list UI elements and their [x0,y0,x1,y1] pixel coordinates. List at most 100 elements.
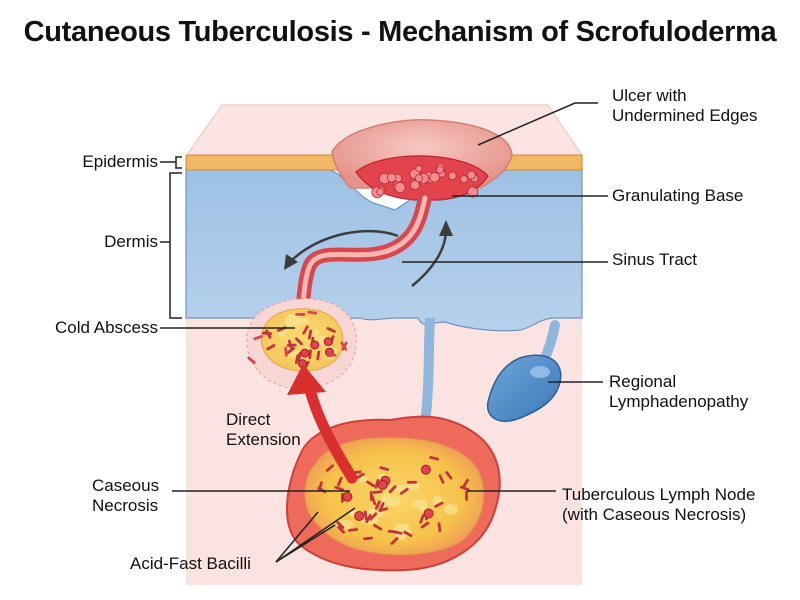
bacillus-rod [437,522,442,533]
flow-arrow-up-head [439,220,453,236]
inflammatory-cell [423,508,434,519]
granule [414,174,423,183]
bacillus-rod [406,480,417,484]
bacillus-rod [390,537,399,545]
bacillus-rod [465,490,469,501]
bacillus-rod [336,521,345,529]
bacillus-rod [261,331,272,336]
ulcer-label-line2: Undermined Edges [612,106,758,125]
bacillus-rod [379,466,390,471]
bacillus-rod [308,349,312,360]
cold-abscess-label: Cold Abscess [55,318,158,337]
bacillus-rod [247,356,256,365]
bacillus-rod [334,485,344,492]
bacillus-rod [266,344,276,351]
bacillus-rod [348,528,359,532]
granule [415,165,423,173]
bacillus-rod [302,325,309,335]
bacillus-rod [325,464,335,472]
bacillus-rod [369,490,373,501]
bacillus-rod [341,341,348,351]
bacillus-rod [355,472,365,480]
granule [376,187,385,196]
regional-label-line1: Regional [609,372,677,391]
bacillus-rod [307,329,313,340]
bacillus-rod [253,335,263,341]
granulating-base-label: Granulating Base [612,186,744,205]
granule [459,175,468,184]
direct-extension-arrow [304,384,358,484]
bacillus-rod [445,471,453,480]
page-title: Cutaneous Tuberculosis - Mechanism of Sc… [23,16,777,48]
regional-lymphadenopathy-label: Regional Lymphadenopathy [609,372,748,412]
granule [409,180,420,191]
caseous-blob [286,314,303,328]
bacillus-rod [429,456,440,461]
cold-abscess-core [260,308,344,372]
granule [435,165,444,174]
granule [386,172,397,183]
bacillus-rod [337,525,346,534]
direct-label-line1: Direct [226,410,271,429]
bacillus-rod [373,523,383,531]
layer-brackets [169,156,182,319]
granule [466,170,476,180]
bacillus-rod [434,501,444,508]
epidermis-label: Epidermis [82,152,158,171]
bacillus-rod [316,350,321,361]
inflammatory-cell [310,340,320,350]
bacillus-rod [363,510,368,521]
granule [394,181,406,194]
bacillus-rod [378,507,389,513]
caseous-blob [311,328,321,337]
bacillus-rod [420,521,430,529]
bacillus-rod [326,353,337,358]
epidermis-layer [185,154,346,171]
caseous-blob [417,499,428,512]
sinus-tract-label: Sinus Tract [612,250,698,269]
leader-lines [160,102,608,563]
bacillus-rod [403,530,413,538]
bacillus-rod [337,476,343,487]
sinus-tract-lumen [297,195,428,321]
granule [467,186,479,198]
regional-label-line2: Lymphadenopathy [609,392,749,411]
caseous-necrosis-label: Caseous Necrosis [92,476,159,516]
bacillus-rod [459,485,470,492]
lymphatic-channel [420,317,435,426]
direct-extension-label: Direct Extension [226,410,301,450]
granule [429,171,441,183]
bacillus-rod [438,474,445,484]
granule [448,171,457,181]
bacillus-rod [295,337,303,346]
bacillus-rod [307,310,318,315]
bacillus-rod [295,312,306,316]
caseous-blob [444,504,458,515]
bacillus-rod [419,514,425,524]
flow-arrow-left-head [284,254,298,270]
bacillus-rod [286,347,296,355]
bacillus-rod [284,346,288,357]
inflammatory-cell [420,464,431,475]
dermis-label: Dermis [104,232,158,251]
direct-extension-arrowhead [287,364,326,395]
regional-node-highlight [530,366,550,378]
bacillus-rod [388,485,397,494]
bacillus-rod [366,480,376,488]
caseous-blob [406,482,420,491]
ulcer-label: Ulcer with Undermined Edges [612,86,758,126]
inflammatory-cell [342,491,353,502]
bacillus-rod [462,478,469,488]
bacillus-rod [399,487,409,495]
node-bacilli [317,456,470,545]
caseous-label-line1: Caseous [92,476,160,495]
acid-fast-bacilli-label: Acid-Fast Bacilli [130,554,251,573]
inflammatory-cell [354,510,365,521]
bacillus-rod [372,490,383,494]
bacillus-rod [369,512,378,521]
inflammatory-cell [323,337,333,347]
flow-arrow-left [289,229,399,263]
bacillus-rod [387,529,398,534]
bacillus-rod [326,327,336,333]
